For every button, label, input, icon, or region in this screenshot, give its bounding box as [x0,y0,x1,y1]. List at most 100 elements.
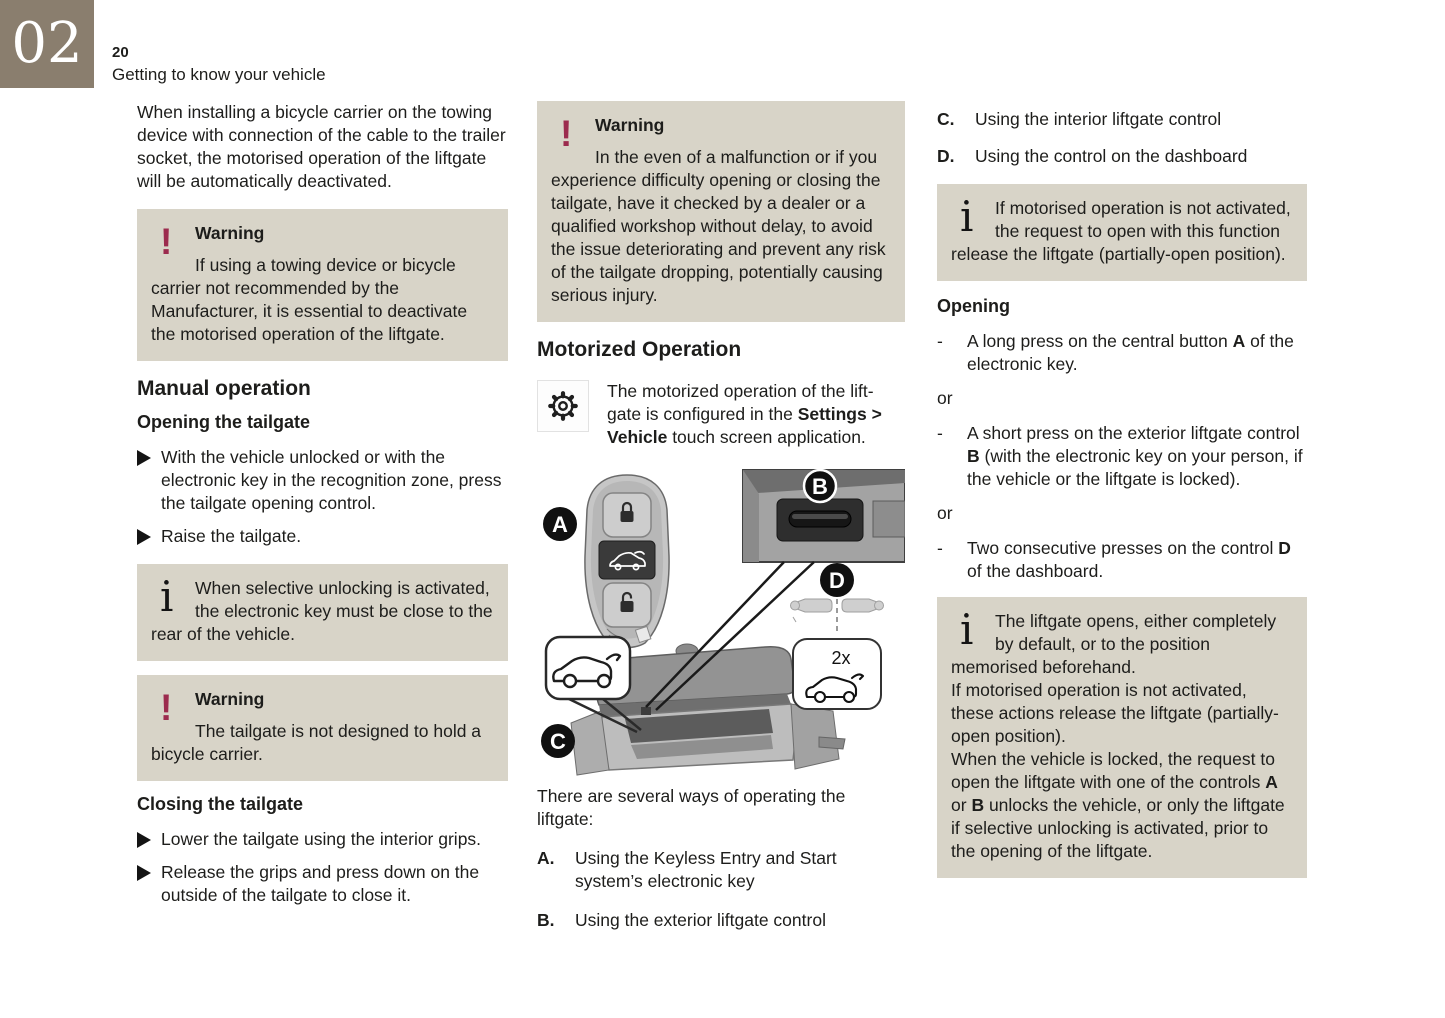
info-box: i When selective unlocking is activated,… [137,564,508,661]
warning-exclamation-icon: ! [560,113,573,154]
or-separator: or [937,503,953,523]
text-segment-bold: B [971,795,985,815]
triangle-bullet-icon [137,865,151,881]
label-b-badge: B [812,474,828,499]
warning-box: ! Warning The tailgate is not designed t… [137,675,508,781]
info-icon: i [960,605,974,654]
bullet-text: With the vehicle unlocked or with the el… [161,447,502,513]
bullet-text: Raise the tailgate. [161,526,302,546]
bullet-text: Lower the tailgate using the interior gr… [161,829,482,849]
bullet-item: Lower the tailgate using the interior gr… [137,828,508,851]
open-tailgate-car-icon [552,653,622,689]
option-item: - A long press on the central button A o… [937,330,1307,376]
label-a-badge: A [552,512,568,537]
subheading-opening-the-tailgate: Opening the tailgate [137,412,311,432]
text-segment-bold: B [967,446,980,466]
way-item-d: D. Using the control on the dashboard [937,145,1307,168]
text-segment-bold: A [1232,331,1246,351]
page-number: 20 [112,44,129,61]
text-segment-bold: A [1265,772,1278,792]
option-text: A long press on the central button A of … [967,330,1307,376]
bullet-text: Release the grips and press down on the … [161,862,480,905]
label-c-badge: C [550,729,566,754]
dashboard-control-illustration: 2x [790,598,884,710]
info-box: i The liftgate opens, either completely … [937,597,1307,878]
section-title: Getting to know your vehicle [112,65,326,84]
text-segment: of the dashboard. [967,561,1104,581]
double-press-caption: 2x [831,648,850,668]
dash-bullet: - [937,423,943,443]
text-segment: The liftgate opens, either completely by… [951,611,1277,677]
bullet-item: Raise the tailgate. [137,525,508,548]
bullet-item: With the vehicle unlocked or with the el… [137,446,508,515]
info-icon: i [960,192,974,241]
steering-stalk-icons [790,598,884,623]
text-segment: The motorized operation of the lift-gate… [607,381,874,424]
text-segment: touch screen application. [667,427,866,447]
heading-manual-operation: Manual operation [137,377,311,400]
warning-title: Warning [195,223,265,243]
option-text: A short press on the exterior liftgate c… [967,422,1307,491]
warning-box: ! Warning In the even of a malfunction o… [537,101,905,322]
triangle-bullet-icon [137,450,151,466]
key-fob-illustration [584,474,670,649]
text-segment: A short press on the exterior liftgate c… [967,423,1300,443]
figure-liftgate-controls: 2x A B C D [541,468,905,776]
tailgate-interior-illustration [570,643,846,776]
column-right: C. Using the interior liftgate control D… [937,108,1307,878]
ways-intro: There are several ways of operating the … [537,786,846,829]
open-tailgate-car-icon-small [805,673,865,704]
way-item-c: C. Using the interior liftgate control [937,108,1307,131]
unlock-icon [620,591,634,612]
info-icon: i [160,572,174,621]
option-item: - A short press on the exterior liftgate… [937,422,1307,491]
text-segment: or [951,795,972,815]
way-item-b: B. Using the exterior liftgate control [537,909,905,932]
column-left: When installing a bicycle carrier on the… [137,101,508,907]
bullet-item: Release the grips and press down on the … [137,861,508,907]
text-segment: of the electronic key. [967,331,1294,374]
way-text: Using the control on the dashboard [975,146,1248,166]
figure-labels: A B C D [541,468,854,758]
triangle-bullet-icon [137,529,151,545]
settings-note: The motorized operation of the lift-gate… [537,380,905,449]
chapter-badge: 02 [0,0,94,88]
info-body: The liftgate opens, either completely by… [951,610,1293,863]
way-text: Using the Keyless Entry and Start system… [575,848,837,891]
heading-motorized-operation: Motorized Operation [537,338,742,361]
warning-box: ! Warning If using a towing device or bi… [137,209,508,361]
way-text: Using the exterior liftgate control [575,910,826,930]
warning-body: In the even of a malfunction or if you e… [551,147,886,305]
settings-note-text: The motorized operation of the lift-gate… [607,380,905,449]
warning-title: Warning [195,689,265,709]
triangle-bullet-icon [137,832,151,848]
subheading-closing-the-tailgate: Closing the tailgate [137,794,304,814]
text-segment: When the vehicle is locked, the request … [951,749,1275,792]
text-segment: unlocks the vehicle, or only the liftgat… [951,795,1285,861]
label-d-badge: D [829,568,845,593]
warning-body: The tailgate is not designed to hold a b… [151,721,482,764]
warning-exclamation-icon: ! [160,221,173,262]
dash-bullet: - [937,538,943,558]
gear-icon-glyph [548,391,578,421]
way-key: D. [937,146,955,166]
option-item: - Two consecutive presses on the control… [937,537,1307,583]
way-key: A. [537,848,555,868]
info-body: If motorised operation is not activated,… [951,198,1291,264]
tailgate-button-car-icon [609,550,646,571]
way-item-a: A. Using the Keyless Entry and Start sys… [537,847,905,893]
option-text: Two consecutive presses on the control D… [967,537,1307,583]
lock-icon [620,501,634,522]
intro-paragraph: When installing a bicycle carrier on the… [137,102,506,191]
tailgate-open-callout [544,635,642,734]
warning-body: If using a towing device or bicycle carr… [151,255,468,344]
text-segment-bold: Settings > Vehicle [607,404,882,447]
gear-icon [537,380,589,432]
text-segment-bold: D [1278,538,1291,558]
way-key: C. [937,109,955,129]
chapter-number: 02 [11,11,83,76]
or-separator: or [937,388,953,408]
info-box: i If motorised operation is not activate… [937,184,1307,281]
info-body: When selective unlocking is activated, t… [151,578,493,644]
